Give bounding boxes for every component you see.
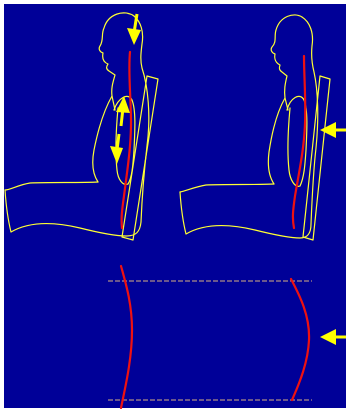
- diagram-canvas: [0, 0, 347, 409]
- diagram-svg: [0, 0, 347, 409]
